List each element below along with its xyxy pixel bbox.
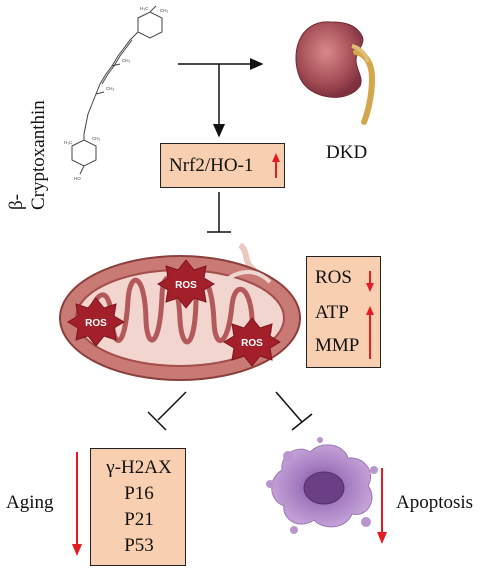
svg-text:H₃C: H₃C xyxy=(64,140,73,145)
aging-marker-p53: P53 xyxy=(124,535,154,556)
molecule-annotations: H₃C CH₃ CH₃ CH₃ H₃C CH₃ HO xyxy=(64,6,168,181)
apoptotic-cell-icon xyxy=(266,437,378,534)
pathway-label: Nrf2/HO-1 xyxy=(169,155,254,176)
ros-burst-label-2: ROS xyxy=(85,318,107,329)
aging-marker-gh2ax: γ-H2AX xyxy=(106,457,172,478)
inhibit-line-aging xyxy=(147,391,187,431)
svg-text:HO: HO xyxy=(74,176,81,181)
disease-label: DKD xyxy=(326,142,368,163)
apoptosis-label: Apoptosis xyxy=(396,492,474,513)
svg-text:H₃C: H₃C xyxy=(140,6,149,11)
molecule-structure xyxy=(71,5,163,175)
red-arrow-aging-down xyxy=(72,452,82,556)
marker-ros: ROS xyxy=(315,267,352,288)
ros-burst-1 xyxy=(157,259,215,309)
aging-label: Aging xyxy=(6,492,54,513)
ros-burst-label-1: ROS xyxy=(175,280,197,291)
mito-markers-box: ROS ATP MMP xyxy=(306,256,381,368)
connector-arrows xyxy=(178,58,264,138)
red-arrow-apoptosis-down xyxy=(377,468,387,544)
ros-burst-label-3: ROS xyxy=(241,338,263,349)
svg-text:CH₃: CH₃ xyxy=(122,58,130,63)
ros-burst-2 xyxy=(67,297,125,347)
svg-text:CH₃: CH₃ xyxy=(160,8,168,13)
aging-markers-box: γ-H2AX P16 P21 P53 xyxy=(90,448,186,566)
marker-mmp: MMP xyxy=(315,335,360,356)
red-arrow-down-icon xyxy=(366,271,374,292)
compound-label: β-Cryptoxanthin xyxy=(6,0,49,210)
inhibit-line-mito xyxy=(207,192,231,233)
svg-text:CH₃: CH₃ xyxy=(92,136,100,141)
svg-text:CH₃: CH₃ xyxy=(106,86,114,91)
marker-atp: ATP xyxy=(315,302,349,323)
red-arrow-up-icon xyxy=(272,153,280,178)
compound-name: β-Cryptoxanthin xyxy=(6,100,49,210)
kidney-icon xyxy=(295,21,376,125)
red-arrow-up-icon xyxy=(366,306,374,359)
inhibit-line-apoptosis xyxy=(275,391,313,431)
pathway-box: Nrf2/HO-1 xyxy=(160,143,285,188)
aging-marker-p21: P21 xyxy=(124,509,154,530)
ros-burst-3 xyxy=(223,317,281,367)
aging-marker-p16: P16 xyxy=(124,483,154,504)
